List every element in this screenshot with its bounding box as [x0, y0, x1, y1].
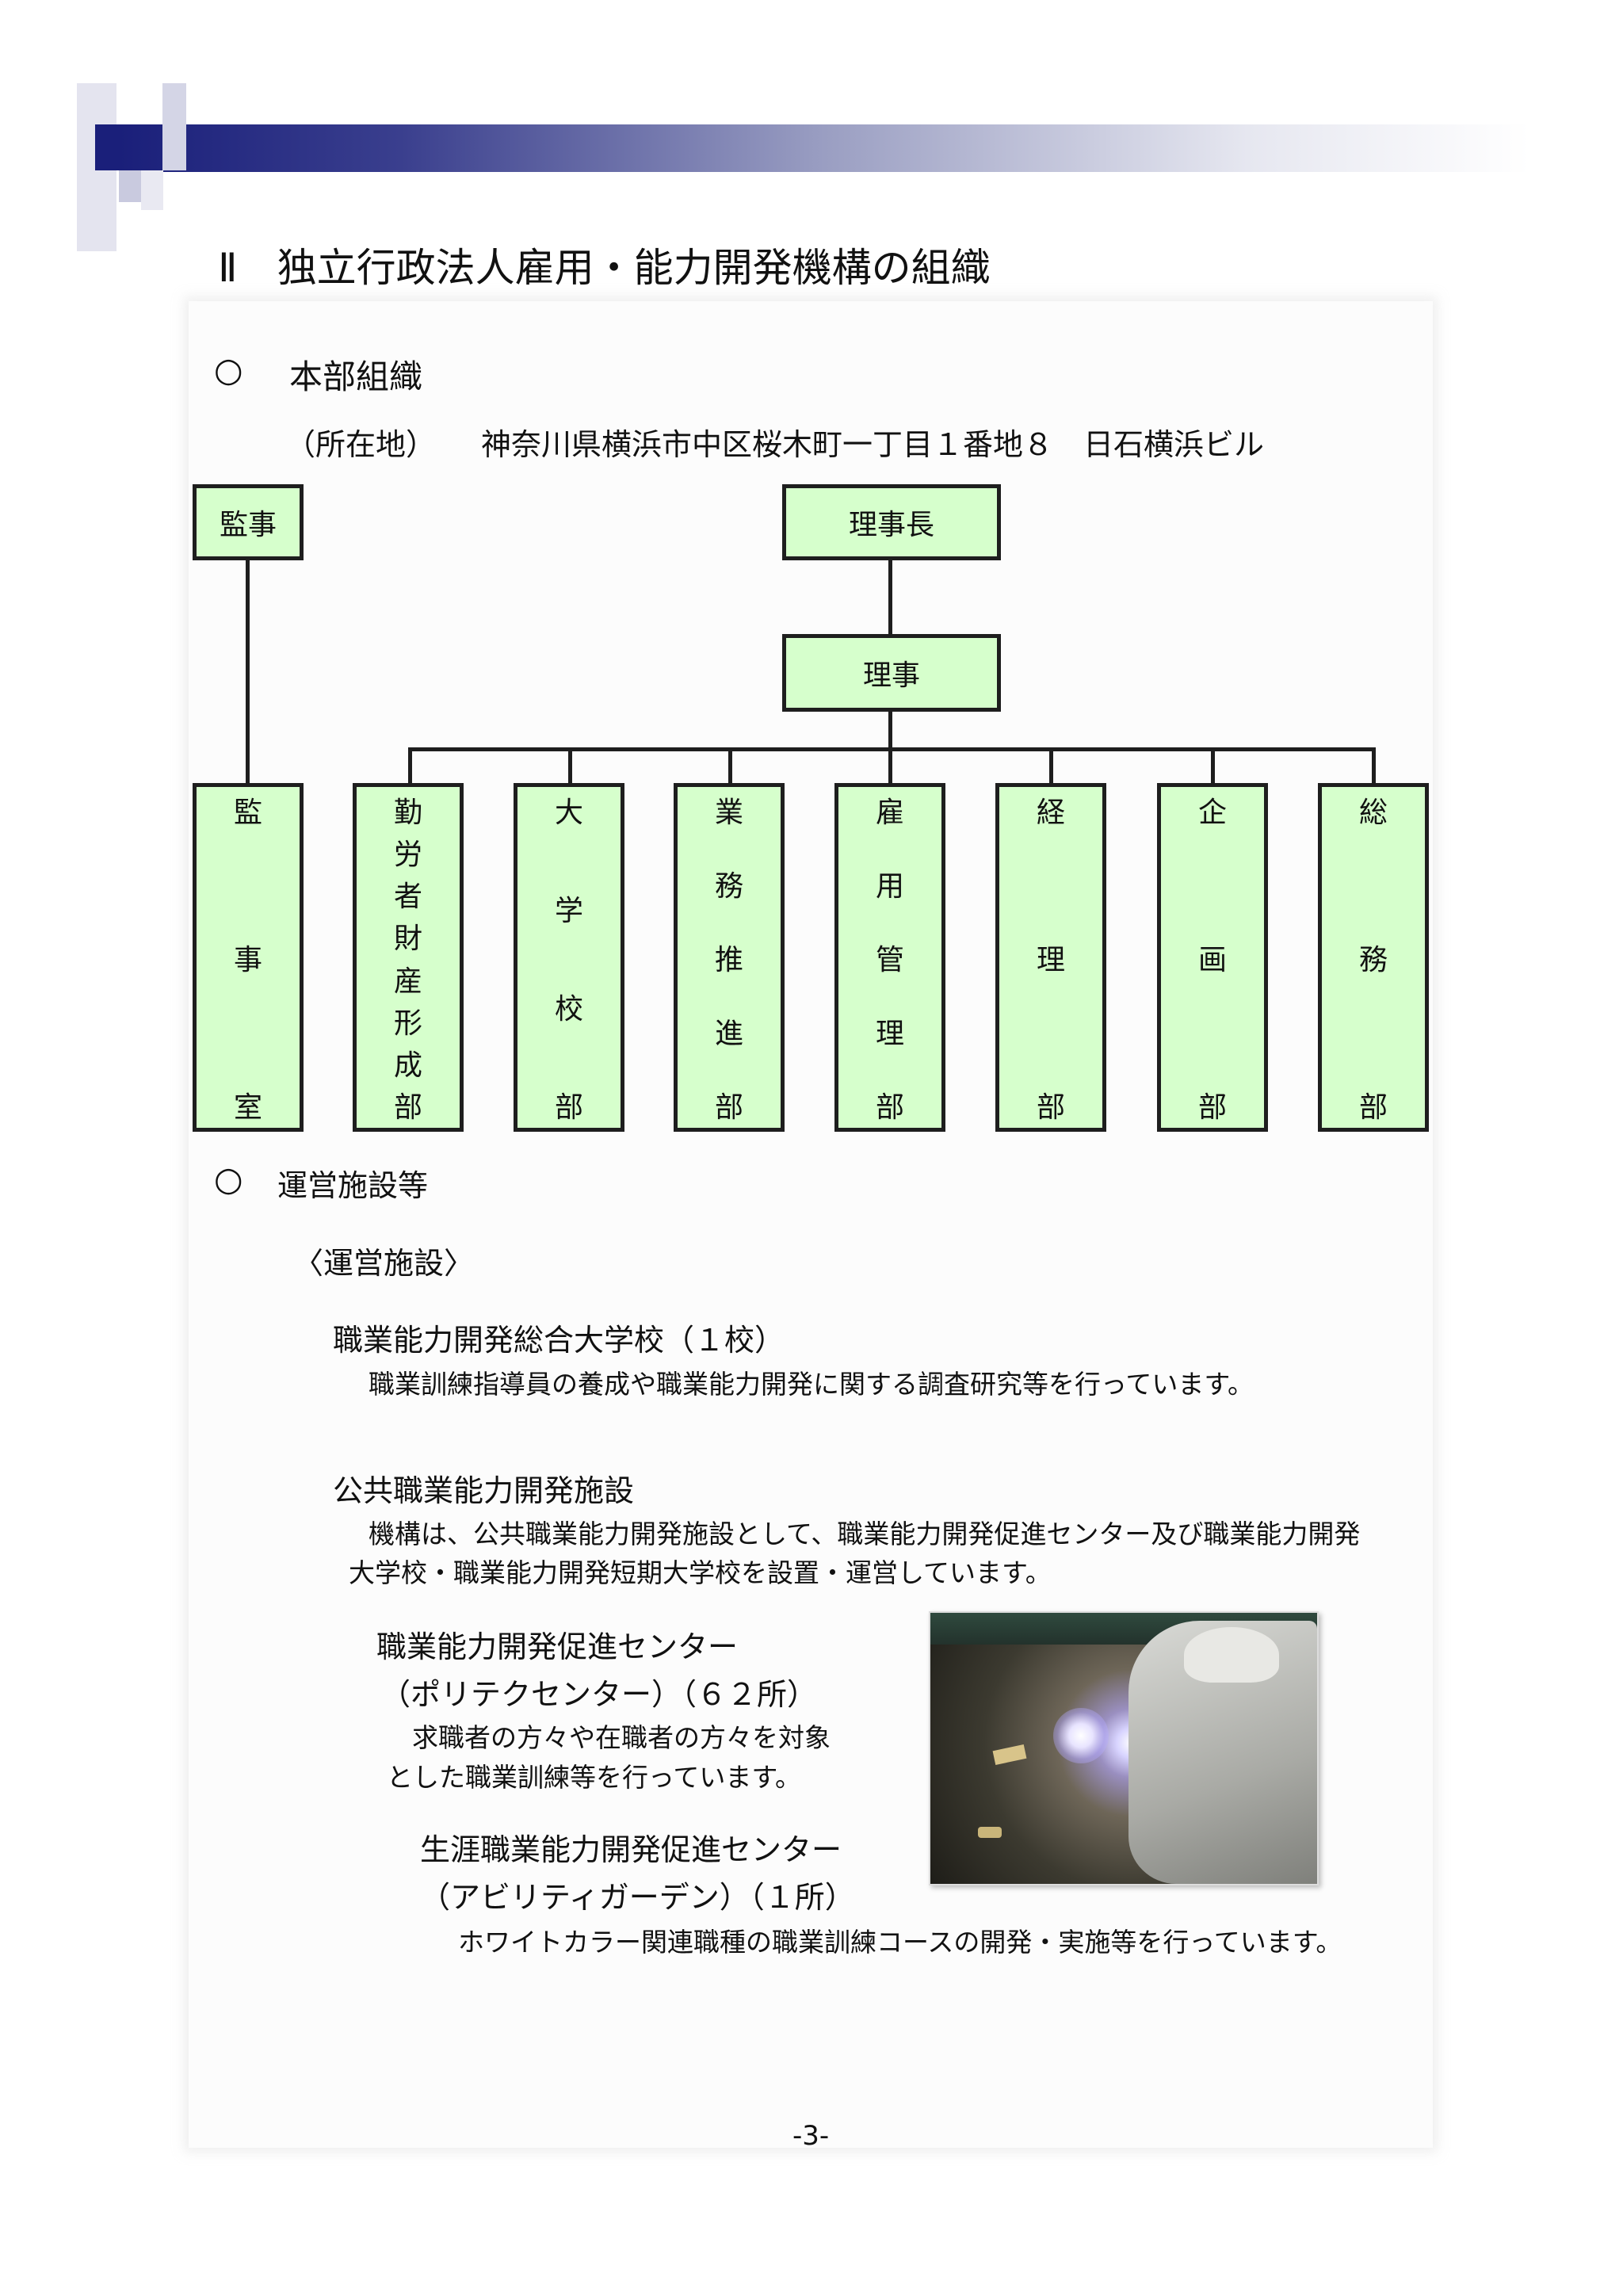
connector-rijicho-riji	[888, 560, 892, 634]
dept-box-gyomusuishin: 業務推進部	[674, 783, 785, 1132]
kokyo-desc-2: 大学校・職業能力開発短期大学校を設置・運営しています。	[349, 1557, 1052, 1588]
connector-dept-2	[568, 747, 572, 785]
connector-dept-5	[1049, 747, 1053, 785]
page-number: -3-	[792, 2120, 830, 2152]
shogai-desc: ホワイトカラー関連職種の職業訓練コースの開発・実施等を行っています。	[458, 1927, 1342, 1958]
kokyo-desc-1: 機構は、公共職業能力開発施設として、職業能力開発促進センター及び職業能力開発	[369, 1519, 1361, 1549]
dept-box-kinrosha: 勤労者財産形成部	[353, 783, 464, 1132]
subheading-unei-shisetsu: 〈運営施設〉	[293, 1246, 475, 1281]
connector-dept-1	[408, 747, 412, 785]
section-heading-unei: 運営施設等	[277, 1168, 429, 1203]
page-title: Ⅱ 独立行政法人雇用・能力開発機構の組織	[218, 245, 991, 291]
org-box-kanji: 監事	[193, 484, 304, 560]
dept-box-daigakko: 大学校部	[514, 783, 624, 1132]
section-heading-honbu: 本部組織	[289, 357, 423, 396]
shogai-title-2: （アビリティガーデン）（１所）	[420, 1880, 855, 1915]
org-box-rijicho: 理事長	[782, 484, 1001, 560]
dept-box-keiri: 経理部	[995, 783, 1106, 1132]
kokyo-title: 公共職業能力開発施設	[333, 1473, 635, 1508]
connector-dept-6	[1211, 747, 1215, 785]
daigakko-desc: 職業訓練指導員の養成や職業能力開発に関する調査研究等を行っています。	[369, 1369, 1254, 1400]
daigakko-title: 職業能力開発総合大学校（１校）	[333, 1323, 785, 1358]
dept-box-somu: 総務部	[1318, 783, 1429, 1132]
org-box-riji: 理事	[782, 634, 1001, 712]
connector-riji-down	[888, 712, 892, 749]
connector-kanji	[246, 560, 250, 785]
welding-photo	[929, 1611, 1319, 1885]
center-desc-2: とした職業訓練等を行っています。	[387, 1762, 802, 1793]
shogai-title-1: 生涯職業能力開発促進センター	[420, 1832, 842, 1867]
bullet-circle: ○	[214, 350, 243, 389]
connector-dept-3	[728, 747, 732, 785]
connector-dept-7	[1372, 747, 1376, 785]
connector-dept-4	[888, 747, 892, 785]
center-title-2: （ポリテクセンター）（６２所）	[380, 1677, 818, 1712]
center-desc-1: 求職者の方々や在職者の方々を対象	[412, 1722, 831, 1753]
bullet-circle: ○	[214, 1159, 243, 1198]
dept-box-kikaku: 企画部	[1157, 783, 1268, 1132]
dept-box-koyokanri: 雇用管理部	[834, 783, 945, 1132]
center-title-1: 職業能力開発促進センター	[376, 1629, 739, 1664]
address-line: （所在地） 神奈川県横浜市中区桜木町一丁目１番地８ 日石横浜ビル	[285, 427, 1265, 462]
dept-box-kanjishitsu: 監事室	[193, 783, 304, 1132]
header-gradient-bar	[119, 124, 1529, 172]
